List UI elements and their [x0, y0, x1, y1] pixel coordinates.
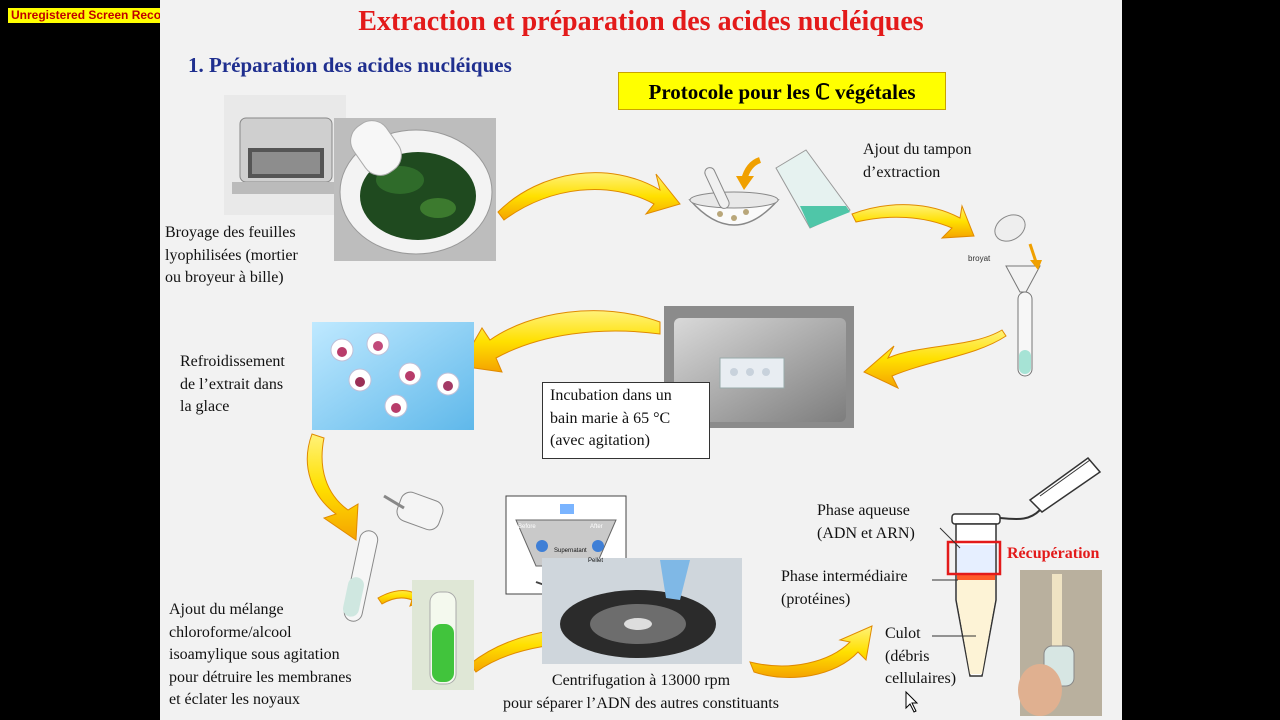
test-tube-chloroform-icon	[342, 491, 444, 622]
phase-aqueuse-label: Phase aqueuse (ADN et ARN)	[817, 502, 915, 542]
step-refroidissement-label: Refroidissement de l’extrait dans la gla…	[180, 353, 285, 415]
step-chloroforme-label: Ajout du mélange chloroforme/alcool isoa…	[169, 601, 352, 708]
arrow-8-icon	[749, 625, 873, 678]
step-incubation-box: Incubation dans un bain marie à 65 °C (a…	[542, 382, 710, 459]
centrifuge-pellet-label: Pellet	[588, 558, 604, 564]
protocol-banner: Protocole pour les ℂ végétales	[618, 72, 946, 110]
centrifuge-supernatant-label: Supernatant	[554, 548, 587, 554]
arrow-3-icon	[863, 329, 1007, 390]
step-tampon-label: Ajout du tampon d’extraction	[863, 141, 972, 181]
diagram-graphics	[224, 95, 1102, 716]
centrifuge-after-label: After	[590, 524, 603, 530]
section-heading: 1. Préparation des acides nucléiques	[188, 53, 512, 77]
page-title: Extraction et préparation des acides nuc…	[358, 6, 924, 37]
arrow-5-icon	[306, 433, 359, 541]
ice-tubes-photo	[312, 322, 474, 430]
recuperation-label: Récupération	[1007, 545, 1100, 562]
green-tube-photo	[412, 580, 474, 690]
centrifuge-photo	[542, 558, 742, 664]
step-broyage-label: Broyage des feuilles lyophilisées (morti…	[165, 224, 298, 286]
pipette-tube-photo	[1018, 570, 1102, 716]
centrifuge-before-label: Before	[518, 524, 536, 530]
phase-intermediaire-label: Phase intermédiaire (protéines)	[781, 568, 908, 608]
culot-label: Culot (débris cellulaires)	[885, 625, 957, 687]
arrow-4-icon	[459, 310, 661, 373]
mortar-flask-icon	[688, 149, 851, 229]
arrow-2-icon	[851, 204, 975, 239]
broyat-label: broyat	[968, 254, 991, 263]
arrow-1-icon	[497, 172, 681, 221]
bead-mill-photo	[224, 95, 346, 215]
slide: Extraction et préparation des acides nuc…	[160, 0, 1122, 720]
mortar-leaves-photo	[334, 118, 496, 261]
eppendorf-tube-icon	[932, 456, 1102, 677]
step-centrifugation-label: Centrifugation à 13000 rpm pour séparer …	[503, 672, 779, 712]
funnel-tube-icon	[994, 214, 1042, 377]
